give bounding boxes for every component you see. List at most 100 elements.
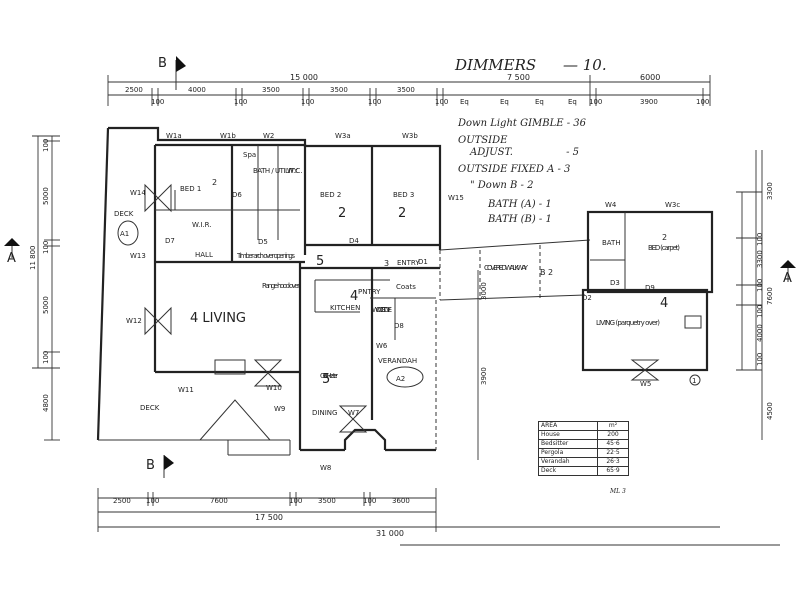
window-tag: W10 (266, 384, 282, 392)
dim-top-6000: 6000 (640, 73, 660, 82)
dim-bottom-seg: 7600 (210, 497, 228, 505)
room-bed2-num: 2 (338, 206, 346, 221)
dim-top-seg: 100 (234, 98, 247, 106)
dim-top-seg: 100 (435, 98, 448, 106)
marker-circle-1: 1 (692, 377, 696, 385)
dim-bottom-seg: 3500 (318, 497, 336, 505)
bottom-dimension-lines: 2500 100 7600 100 3500 100 3600 17 500 3… (97, 488, 780, 546)
room-covered-walkway: COVERED WALKWAY (484, 264, 529, 272)
section-marker-b-top: B (158, 56, 186, 90)
marker-deck-a1: A1 (120, 230, 129, 238)
dim-left-seg: 100 (42, 139, 50, 152)
door-tag: D3 (610, 279, 620, 287)
window-tags: W1a W1b W2 W3a W3b W14 W13 W12 W11 W10 W… (126, 132, 680, 472)
dim-eq: Eq (535, 98, 544, 106)
room-hall: HALL (195, 251, 213, 259)
dim-right-lower: 100 (756, 353, 764, 366)
room-bed1-num: 2 (212, 178, 217, 187)
area-row-value: 26·3 (597, 457, 629, 467)
window-tag: W9 (274, 405, 285, 413)
room-entry-num: 3 (384, 259, 389, 268)
door-tag: D9 (645, 284, 655, 292)
section-label-a-right: A (783, 271, 792, 286)
room-bath-utility: BATH / UTILITY (253, 167, 299, 175)
room-kitchen: KITCHEN (330, 304, 360, 312)
window-tag: W8 (320, 464, 331, 472)
room-spa: Spa (243, 151, 256, 159)
dim-right-seg: 3300 (756, 250, 764, 268)
dim-right-4500: 4500 (766, 402, 774, 420)
window-tag: W3b (402, 132, 418, 140)
section-label-b-bottom: B (146, 458, 155, 473)
area-row-value: 65·9 (597, 466, 629, 476)
notes-title-label: DIMMERS (455, 56, 537, 74)
table-row: Deck 65·9 (538, 466, 629, 476)
covered-walkway (439, 239, 591, 301)
dim-top-seg: 100 (301, 98, 314, 106)
dim-right-lower: 100 (756, 305, 764, 318)
dim-eq: Eq (568, 98, 577, 106)
dim-top-seg: 100 (151, 98, 164, 106)
dim-right-seg: 100 (756, 279, 764, 292)
window-tag: W14 (130, 189, 146, 197)
window-tag: W1a (166, 132, 182, 140)
right-dimension-lines: 3300 100 3300 100 7600 100 4000 100 4500… (477, 150, 774, 460)
area-table-footer: ML 3 (610, 488, 626, 495)
marker-verandah-a2: A2 (396, 375, 405, 383)
room-bath-right: BATH (602, 239, 621, 247)
dim-bottom-overall-1: 17 500 (255, 513, 283, 522)
window-tag: W5 (640, 380, 651, 388)
section-marker-a-left: A (4, 238, 20, 266)
note-timber-arch: Timber arch over openings (236, 252, 295, 260)
room-living-right-num: 4 (660, 296, 668, 311)
area-header-label: AREA (538, 421, 598, 431)
room-wc: W.C. (287, 167, 302, 175)
area-table: AREA m² House 200 Bedsitter 45·6 Pergola… (538, 421, 629, 476)
note-line-4: OUTSIDE FIXED A - 3 (458, 164, 571, 175)
dim-top-overall: 15 000 (290, 73, 318, 82)
bedsitter-heater (684, 315, 702, 329)
note-line-3-label: ADJUST. (470, 147, 513, 158)
window-tag: W11 (178, 386, 194, 394)
note-line-1: Down Light GIMBLE - 36 (458, 118, 587, 129)
dim-left-seg: 4800 (42, 394, 50, 412)
dim-eq: Eq (460, 98, 469, 106)
main-house-walls (96, 126, 442, 456)
dim-right-lower: 4000 (756, 324, 764, 342)
walkway-marks: B 2 (540, 268, 553, 277)
section-label-b-top: B (158, 56, 167, 71)
dim-bottom-seg: 2500 (113, 497, 131, 505)
room-kitchen-num: 4 (350, 289, 358, 304)
dim-right-overall: 7600 (766, 287, 774, 305)
room-entry: ENTRY (397, 259, 420, 267)
room-dining-num: 5 (322, 372, 330, 387)
note-line-7: BATH (B) - 1 (488, 214, 552, 225)
table-row: Verandah 26·3 (538, 457, 629, 467)
area-row-label: Verandah (538, 457, 598, 467)
dim-bottom-seg: 100 (289, 497, 302, 505)
note-line-5: " Down B - 2 (470, 180, 534, 191)
dim-top-right-seg: 100 (696, 98, 709, 106)
dim-eq: Eq (500, 98, 509, 106)
room-coats: Coats (396, 283, 416, 291)
room-bed1: BED 1 (180, 185, 201, 193)
dim-bottom-seg: 100 (363, 497, 376, 505)
room-verandah: VERANDAH (378, 357, 417, 365)
room-pantry: PNTRY (358, 288, 381, 296)
note-line-3-value: - 5 (566, 147, 580, 158)
door-tag: D5 (258, 238, 268, 246)
notes-title: DIMMERS — 10. (455, 56, 607, 74)
dim-top-right-seg: 100 (589, 98, 602, 106)
area-row-value: 45·6 (597, 439, 629, 449)
notes-title-value: — 10. (562, 56, 607, 74)
door-tag: D6 (232, 191, 242, 199)
dim-top-right-overall: 7 500 (507, 73, 530, 82)
room-wood-stove: WOOD STOVE (372, 306, 392, 314)
window-tag: W7 (348, 409, 359, 417)
door-tag: D2 (582, 294, 592, 302)
dim-left-overall: 11 800 (29, 246, 37, 271)
area-row-label: Bedsitter (538, 439, 598, 449)
room-deck-bottom: DECK (140, 404, 160, 412)
dim-left-seg: 5000 (42, 296, 50, 314)
